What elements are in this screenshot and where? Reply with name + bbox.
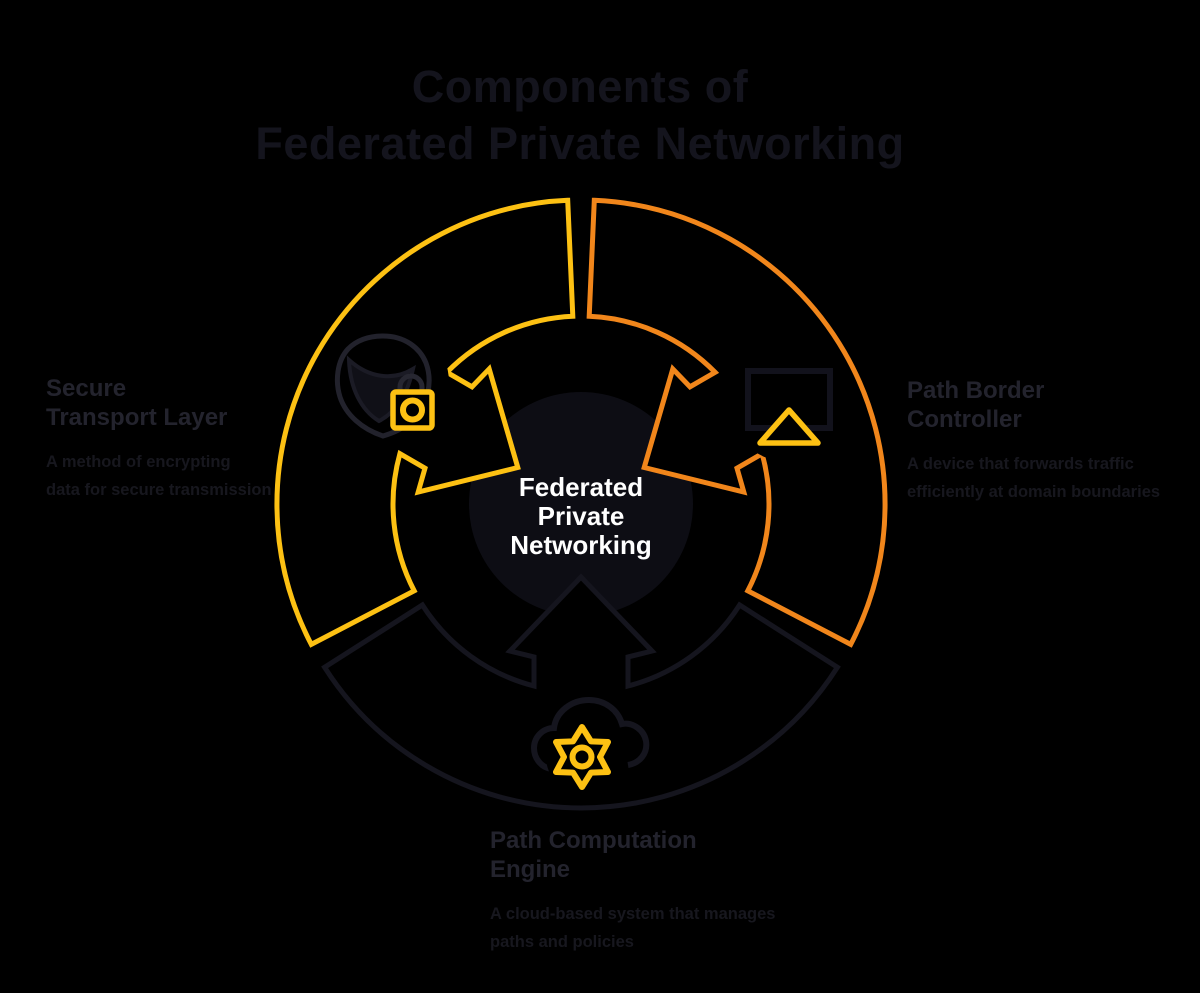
shield-lock-icon [334, 333, 435, 439]
display-cast-icon [745, 368, 833, 446]
padlock-keyhole [400, 397, 425, 423]
label-right-desc-line2: efficiently at domain boundaries [907, 483, 1161, 501]
label-right-desc-line1: A device that forwards traffic [907, 455, 1134, 473]
cast-triangle [757, 407, 821, 446]
hub-text-line2: Private [538, 501, 625, 531]
cloud-gear-icon [530, 696, 650, 793]
shield-outline [334, 333, 432, 439]
label-secure-transport-layer: Secure Transport Layer A method of encry… [46, 374, 272, 504]
label-right-title-line1: Path Border [907, 377, 1045, 404]
page-title: Components of Federated Private Networki… [0, 58, 1160, 172]
label-path-computation-engine: Path Computation Engine A cloud-based sy… [490, 826, 775, 956]
label-left-title-line2: Transport Layer [46, 404, 228, 431]
label-path-border-controller: Path Border Controller A device that for… [907, 376, 1160, 506]
segment-path-computation-engine [321, 573, 841, 811]
cloud-outline [530, 696, 650, 772]
padlock-body [390, 389, 435, 431]
label-left-desc-line2: data for secure transmission [46, 481, 272, 499]
label-bottom-title-line1: Path Computation [490, 827, 697, 854]
center-hub-circle [469, 392, 693, 616]
label-bottom-desc-line1: A cloud-based system that manages [490, 905, 776, 923]
hub-text-line1: Federated [519, 472, 643, 502]
label-left-title-line1: Secure [46, 375, 127, 402]
gear-hub [569, 744, 595, 770]
label-right-title-line2: Controller [907, 406, 1022, 433]
gear-star [553, 724, 611, 790]
label-bottom-title-line2: Engine [490, 856, 571, 883]
label-left-desc-line1: A method of encrypting [46, 453, 231, 471]
label-bottom-desc-line2: paths and policies [490, 933, 634, 951]
page-title-line2: Federated Private Networking [255, 118, 905, 169]
padlock-shackle [397, 373, 425, 394]
hub-text-line3: Networking [510, 530, 652, 560]
page-title-line1: Components of [411, 61, 749, 112]
